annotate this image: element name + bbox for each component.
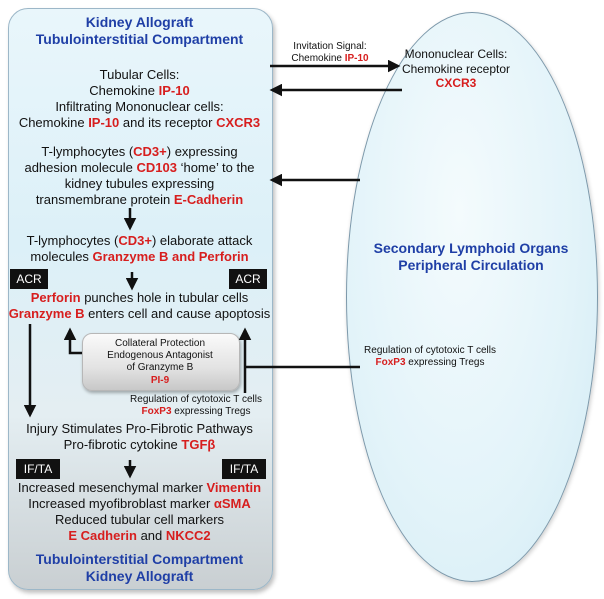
mononuclear-line1: Mononuclear Cells: bbox=[404, 47, 508, 61]
perforin-line1-post: punches hole in tubular cells bbox=[80, 290, 249, 305]
pi9-protection-arrow bbox=[63, 327, 82, 355]
kidney-allograft-panel bbox=[8, 8, 273, 590]
injury-line2: Pro-fibrotic cytokine TGFβ bbox=[8, 437, 271, 453]
ifta-label-right: IF/TA bbox=[222, 459, 266, 479]
outer-regulation-text: Regulation of cytotoxic T cells FoxP3 ex… bbox=[350, 345, 510, 369]
homing-line4-pre: transmembrane protein bbox=[35, 191, 174, 207]
infiltrating-ip10: IP-10 bbox=[88, 114, 120, 130]
perforin-line1: Perforin punches hole in tubular cells bbox=[8, 290, 271, 306]
invitation-line1: Invitation Signal: bbox=[293, 41, 367, 52]
marker-asma: αSMA bbox=[213, 495, 251, 511]
homing-line1-pre: T-lymphocytes ( bbox=[41, 144, 134, 159]
markers-line4: E Cadherin and NKCC2 bbox=[8, 528, 271, 544]
injury-tgfb: TGFβ bbox=[181, 436, 216, 452]
tubular-cells-line2-text: Chemokine bbox=[89, 82, 159, 98]
mononuclear-line2: Chemokine receptor bbox=[401, 61, 511, 76]
injury-text: Injury Stimulates Pro-Fibrotic Pathways … bbox=[8, 421, 271, 453]
inner-foxp3: FoxP3 bbox=[141, 406, 172, 418]
markers-line2: Increased myofibroblast marker αSMA bbox=[8, 496, 271, 512]
outer-regulation-line2-post: expressing Tregs bbox=[405, 357, 485, 369]
attack-granzyme-perforin: Granzyme B and Perforin bbox=[92, 248, 249, 264]
homing-line1: T-lymphocytes (CD3+) expressing bbox=[12, 144, 267, 160]
marker-ecadherin: E Cadherin bbox=[68, 527, 137, 543]
lymphoid-title-line2: Peripheral Circulation bbox=[398, 257, 544, 274]
acr-label-right: ACR bbox=[229, 269, 267, 289]
invitation-ip10: IP-10 bbox=[344, 53, 369, 65]
granzyme-name: Granzyme B bbox=[8, 305, 85, 321]
lymphoid-organs-title: Secondary Lymphoid Organs Peripheral Cir… bbox=[356, 240, 586, 274]
collateral-protection-text: Collateral Protection Endogenous Antagon… bbox=[82, 338, 238, 387]
inner-regulation-line2-post: expressing Tregs bbox=[171, 406, 251, 418]
markers-text: Increased mesenchymal marker Vimentin In… bbox=[8, 480, 271, 543]
homing-line1-post: ) expressing bbox=[166, 144, 238, 159]
attack-cd3: CD3+ bbox=[118, 233, 152, 248]
t-lymph-attack-text: T-lymphocytes (CD3+) elaborate attack mo… bbox=[12, 233, 267, 265]
panel-title-top-line2: Tubulointerstitial Compartment bbox=[35, 31, 244, 48]
perforin-line2-post: enters cell and cause apoptosis bbox=[84, 305, 271, 321]
attack-line2-pre: molecules bbox=[30, 248, 93, 264]
panel-title-bottom-line2: Kidney Allograft bbox=[85, 568, 194, 585]
markers-line1: Increased mesenchymal marker Vimentin bbox=[8, 480, 271, 496]
perforin-text: Perforin punches hole in tubular cells G… bbox=[8, 290, 271, 322]
homing-line2-post: ‘home’ to the bbox=[176, 159, 255, 175]
acr-label-left: ACR bbox=[10, 269, 48, 289]
homing-line3: kidney tubules expressing bbox=[64, 175, 215, 191]
homing-ecadherin: E-Cadherin bbox=[173, 191, 244, 207]
tubular-cells-line3: Infiltrating Mononuclear cells: bbox=[55, 98, 224, 114]
homing-cd3: CD3+ bbox=[133, 144, 167, 159]
collateral-line2: Endogenous Antagonist bbox=[107, 350, 213, 362]
tubular-cells-line2: Chemokine IP-10 bbox=[12, 83, 267, 99]
tubular-cells-line1: Tubular Cells: bbox=[99, 67, 180, 82]
marker-nkcc2: NKCC2 bbox=[165, 527, 211, 543]
collateral-line1: Collateral Protection bbox=[114, 338, 206, 349]
tubular-ip10: IP-10 bbox=[158, 82, 190, 98]
panel-title-bottom-line1: Tubulointerstitial Compartment bbox=[35, 551, 244, 567]
homing-line4: transmembrane protein E-Cadherin bbox=[12, 192, 267, 208]
outer-regulation-line2: FoxP3 expressing Tregs bbox=[350, 357, 510, 369]
t-lymph-homing-text: T-lymphocytes (CD3+) expressing adhesion… bbox=[12, 144, 267, 207]
collateral-pi9: PI-9 bbox=[150, 374, 170, 386]
attack-line1-pre: T-lymphocytes ( bbox=[26, 233, 119, 248]
tubular-cells-line4: Chemokine IP-10 and its receptor CXCR3 bbox=[12, 115, 267, 131]
markers-line4-mid: and bbox=[136, 527, 166, 543]
homing-line2: adhesion molecule CD103 ‘home’ to the bbox=[12, 160, 267, 176]
inner-regulation-line1: Regulation of cytotoxic T cells bbox=[130, 394, 262, 405]
panel-title-bottom: Tubulointerstitial Compartment Kidney Al… bbox=[12, 551, 267, 585]
collateral-protection-box bbox=[82, 333, 240, 391]
markers-line3: Reduced tubular cell markers bbox=[54, 511, 225, 527]
homing-cd103: CD103 bbox=[136, 159, 177, 175]
panel-title-top-line1: Kidney Allograft bbox=[85, 14, 194, 30]
markers-line1-pre: Increased mesenchymal marker bbox=[17, 480, 207, 495]
lymphoid-title-line1: Secondary Lymphoid Organs bbox=[373, 240, 569, 256]
tubular-cells-line4-text: Chemokine bbox=[18, 114, 89, 130]
injury-line2-pre: Pro-fibrotic cytokine bbox=[63, 436, 182, 452]
inner-regulation-text: Regulation of cytotoxic T cells FoxP3 ex… bbox=[118, 394, 274, 418]
attack-line1: T-lymphocytes (CD3+) elaborate attack bbox=[12, 233, 267, 249]
invitation-signal-text: Invitation Signal: Chemokine IP-10 bbox=[270, 41, 390, 65]
attack-line1-post: ) elaborate attack bbox=[151, 233, 253, 248]
ifta-label-left: IF/TA bbox=[16, 459, 60, 479]
invitation-line2: Chemokine IP-10 bbox=[270, 53, 390, 65]
inner-regulation-line2: FoxP3 expressing Tregs bbox=[118, 406, 274, 418]
marker-vimentin: Vimentin bbox=[206, 480, 262, 495]
mononuclear-cells-text: Mononuclear Cells: Chemokine receptor CX… bbox=[386, 47, 526, 91]
collateral-line3: of Granzyme B bbox=[126, 362, 194, 374]
attack-line2: molecules Granzyme B and Perforin bbox=[12, 249, 267, 265]
invitation-line2-pre: Chemokine bbox=[291, 53, 345, 65]
tubular-cells-text: Tubular Cells: Chemokine IP-10 Infiltrat… bbox=[12, 67, 267, 130]
perforin-line2: Granzyme B enters cell and cause apoptos… bbox=[8, 306, 271, 322]
markers-line2-pre: Increased myofibroblast marker bbox=[28, 495, 214, 511]
injury-line1: Injury Stimulates Pro-Fibrotic Pathways bbox=[26, 421, 253, 436]
mononuclear-cxcr3: CXCR3 bbox=[435, 76, 477, 91]
outer-foxp3: FoxP3 bbox=[375, 357, 406, 369]
perforin-name: Perforin bbox=[30, 290, 81, 305]
panel-title-top: Kidney Allograft Tubulointerstitial Comp… bbox=[12, 14, 267, 48]
tubular-cells-line4-mid: and its receptor bbox=[119, 114, 217, 130]
lymphoid-organs-oval bbox=[346, 12, 598, 582]
outer-regulation-line1: Regulation of cytotoxic T cells bbox=[364, 345, 496, 356]
homing-line2-pre: adhesion molecule bbox=[24, 159, 137, 175]
infiltrating-cxcr3: CXCR3 bbox=[216, 114, 261, 130]
